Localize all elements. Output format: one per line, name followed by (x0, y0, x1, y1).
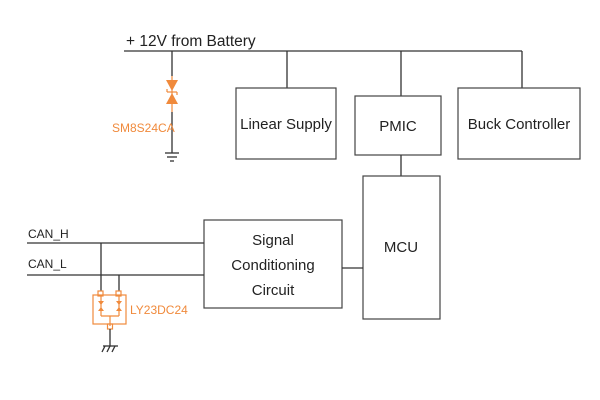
ground-icon (165, 152, 179, 162)
signal-conditioning-line-3: Circuit (252, 282, 295, 299)
buck-controller-block: Buck Controller (457, 87, 581, 160)
mcu-block: MCU (362, 175, 441, 320)
can-protection-label: LY23DC24 (130, 303, 188, 317)
can-h-label: CAN_H (28, 227, 69, 241)
tvs-diode-icon (166, 51, 178, 153)
signal-conditioning-block: Signal Conditioning Circuit (203, 219, 343, 309)
linear-supply-label: Linear Supply (240, 116, 332, 133)
tvs-diode-label: SM8S24CA (112, 121, 175, 135)
chassis-ground-icon (101, 345, 118, 353)
signal-conditioning-line-1: Signal (252, 232, 294, 249)
buck-controller-label: Buck Controller (468, 116, 571, 133)
signal-conditioning-line-2: Conditioning (231, 257, 314, 274)
power-rail-label: + 12V from Battery (126, 33, 256, 50)
pmic-label: PMIC (379, 118, 417, 135)
can-l-label: CAN_L (28, 257, 67, 271)
mcu-label: MCU (384, 239, 418, 256)
pmic-block: PMIC (354, 95, 442, 156)
linear-supply-block: Linear Supply (235, 87, 337, 160)
can-protection-diode-icon (92, 290, 127, 330)
